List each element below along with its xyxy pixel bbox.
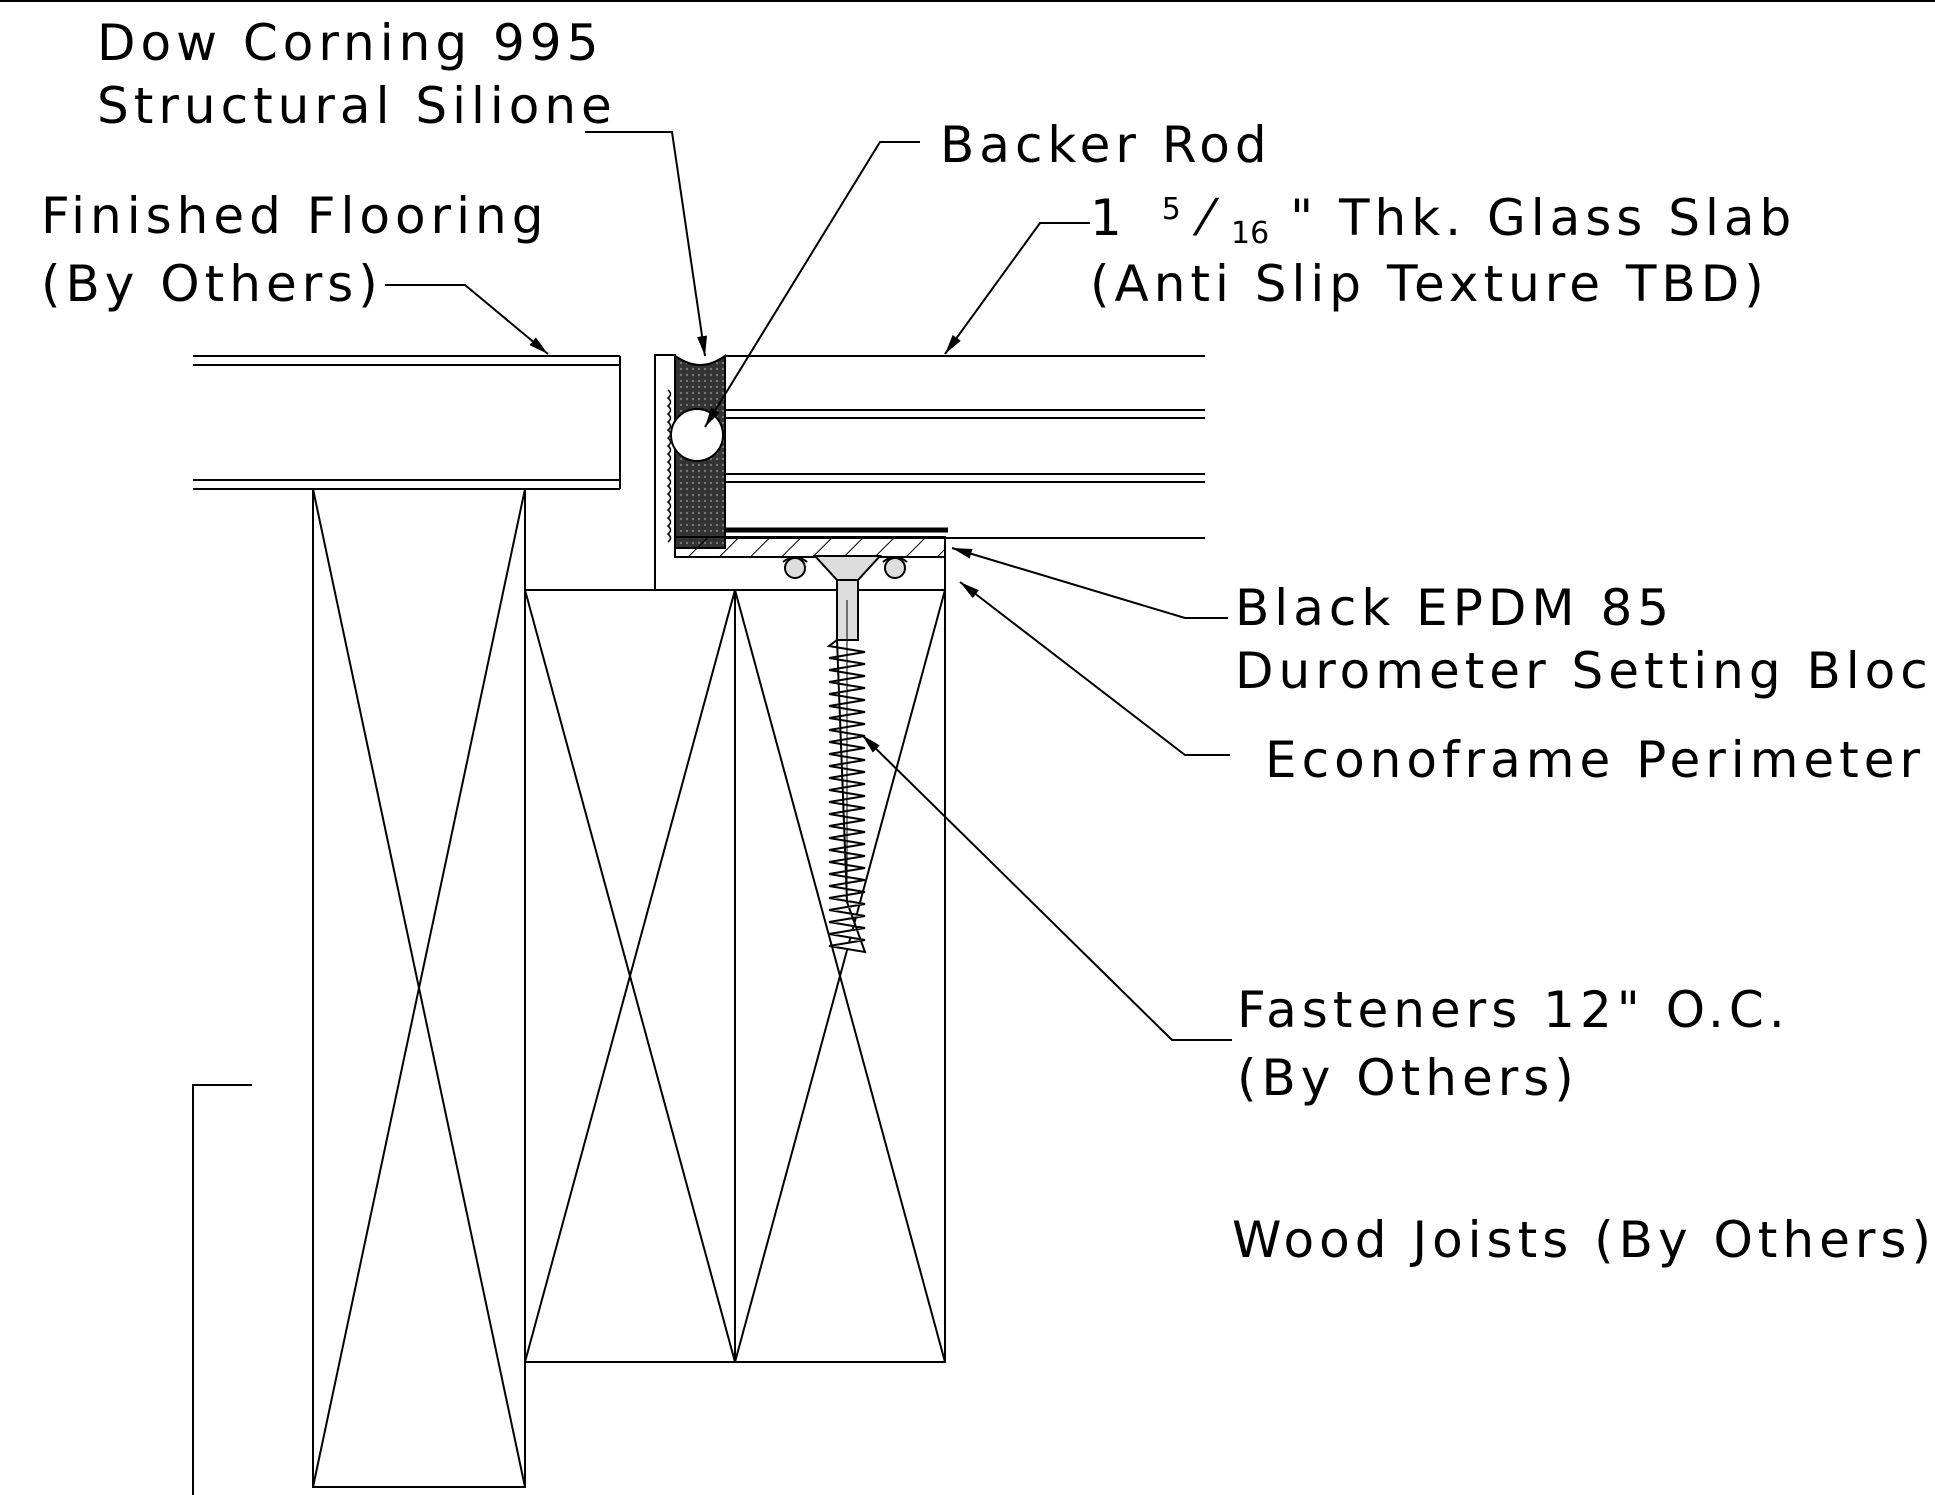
screw-boss-left [782, 556, 808, 579]
glass-thickness-denominator: 16 [1231, 216, 1269, 251]
screw-boss-right [882, 556, 908, 579]
label-econoframe: Econoframe Perimeter [1265, 731, 1925, 789]
leader-silicone [585, 131, 708, 357]
glass-thickness-whole: 1 [1090, 189, 1127, 247]
label-fasteners-line1: Fasteners 12" O.C. [1237, 981, 1790, 1039]
label-silicone-line1: Dow Corning 995 [97, 14, 603, 72]
label-epdm-line2: Durometer Setting Block [1235, 642, 1935, 700]
fastener-screw [812, 555, 883, 954]
label-glass-line2: (Anti Slip Texture TBD) [1090, 255, 1769, 313]
wood-joist-middle [524, 589, 736, 1363]
leader-econoframe [959, 581, 1230, 756]
glass-thickness-numerator: 5 [1162, 192, 1181, 227]
label-flooring-line1: Finished Flooring [41, 187, 548, 245]
glass-thickness-suffix: " Thk. Glass Slab [1290, 189, 1796, 247]
glass-thickness-slash: ⁄ [1192, 189, 1220, 247]
label-wood-joists: Wood Joists (By Others) [1232, 1211, 1935, 1269]
glass-slab [724, 355, 1205, 539]
label-glass-line1: 1 5 ⁄ 16 " Thk. Glass Slab [1090, 173, 1796, 255]
leader-fasteners [861, 734, 1232, 1041]
setting-block [674, 536, 946, 558]
leader-glass-slab [944, 222, 1090, 355]
wood-joist-left [312, 488, 526, 1488]
silicone-tooling-edge [666, 389, 672, 543]
label-silicone-line2: Structural Silione [97, 77, 617, 135]
leader-epdm [951, 547, 1228, 619]
label-fasteners-line2: (By Others) [1237, 1049, 1579, 1107]
leader-finished-flooring [385, 284, 549, 355]
label-backer-rod: Backer Rod [940, 116, 1272, 174]
finished-flooring [193, 355, 621, 490]
backer-rod [670, 408, 724, 462]
label-epdm-line1: Black EPDM 85 [1235, 579, 1674, 637]
section-mark [192, 1084, 252, 1495]
label-flooring-line2: (By Others) [41, 255, 383, 313]
leader-backer-rod [704, 141, 920, 428]
